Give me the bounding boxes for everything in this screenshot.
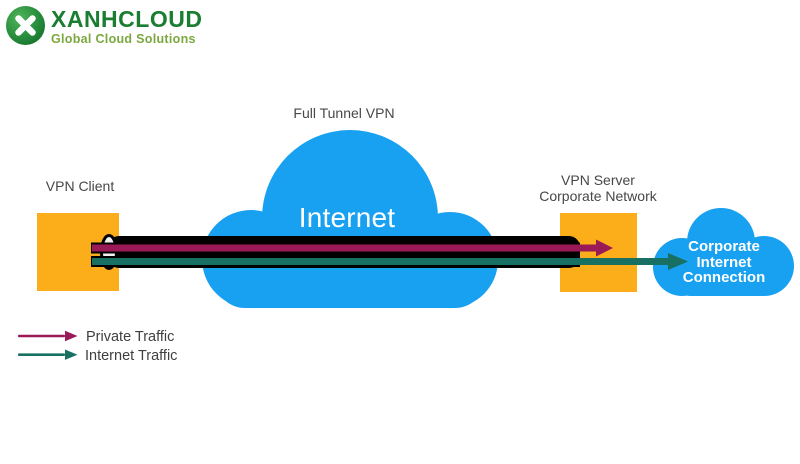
x-glyph — [15, 15, 36, 36]
endpoint-boxes — [37, 213, 637, 292]
internet-traffic-arrow — [92, 253, 688, 270]
legend-internet-arrow — [18, 349, 78, 360]
corporate-cloud-label-line1: Corporate — [688, 238, 760, 255]
xanhcloud-x-icon — [6, 6, 45, 45]
legend-private-arrow — [18, 330, 78, 342]
vpn-server-label: VPN Server Corporate Network — [539, 172, 657, 204]
vpn-server-label-line2: Corporate Network — [539, 188, 657, 204]
legend-internet-label: Internet Traffic — [85, 347, 178, 364]
corporate-cloud-label-line2: Internet — [696, 253, 752, 271]
brand-logo: XANHCLOUD Global Cloud Solutions — [6, 6, 202, 46]
diagram-title: Full Tunnel VPN — [293, 105, 395, 121]
corporate-cloud-label: Corporate Internet Connection — [683, 239, 766, 286]
vpn-server-label-line1: VPN Server — [561, 172, 635, 188]
private-traffic-arrow — [92, 239, 613, 257]
brand-name: XANHCLOUD — [51, 6, 203, 32]
vpn-client-label: VPN Client — [45, 178, 115, 194]
corporate-cloud-label-line3: Connection — [682, 269, 766, 286]
corporate-internet-cloud — [653, 208, 794, 296]
brand-tagline: Global Cloud Solutions — [51, 32, 196, 46]
internet-cloud-label: Internet — [298, 202, 396, 233]
legend-private-label: Private Traffic — [86, 329, 175, 345]
brand-text: XANHCLOUD Global Cloud Solutions — [51, 6, 203, 47]
